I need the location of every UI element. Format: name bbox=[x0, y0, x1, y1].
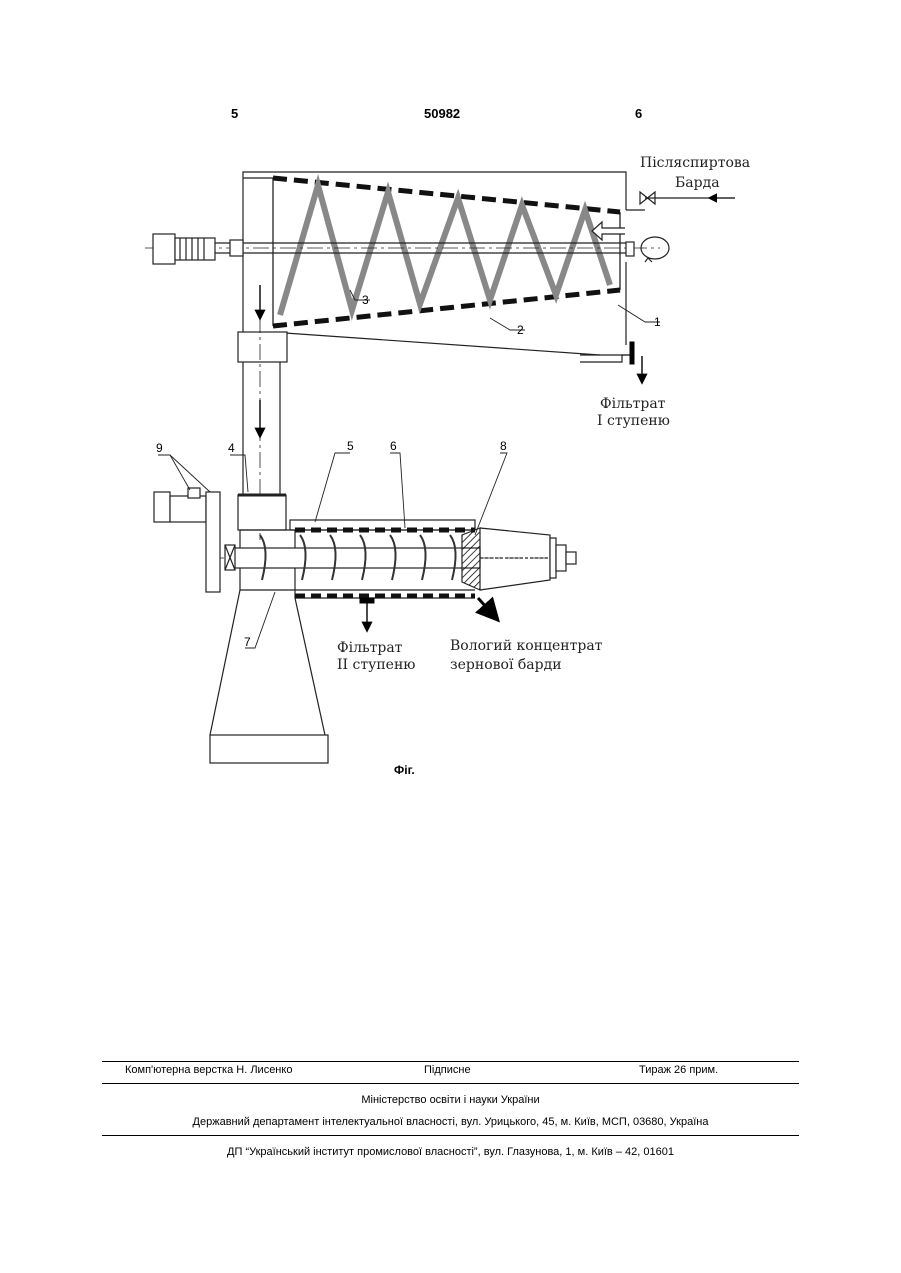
ref-number-2: 2 bbox=[517, 323, 524, 337]
ref-number-3: 3 bbox=[362, 293, 369, 307]
footer-typesetter: Комп'ютерна верстка Н. Лисенко bbox=[125, 1064, 292, 1076]
footer-institute: ДП “Український інститут промислової вла… bbox=[102, 1146, 799, 1158]
filtrate-one-outlet bbox=[622, 342, 642, 382]
ref-number-5: 5 bbox=[347, 439, 354, 453]
inlet-label-line2: Барда bbox=[675, 175, 720, 191]
filtrate-one-label-line1: Фільтрат bbox=[600, 396, 666, 412]
ref-number-8: 8 bbox=[500, 439, 507, 453]
upper-motor bbox=[153, 234, 634, 264]
ref-number-4: 4 bbox=[228, 441, 235, 455]
pressure-cone bbox=[462, 528, 576, 590]
upper-screw-spiral bbox=[280, 185, 610, 315]
footer-rule-top bbox=[102, 1061, 799, 1062]
footer-rule-bottom bbox=[102, 1135, 799, 1136]
lower-hopper bbox=[210, 590, 328, 763]
ref-number-6: 6 bbox=[390, 439, 397, 453]
inlet-valve bbox=[592, 192, 735, 262]
lower-outlets bbox=[360, 598, 496, 630]
footer-department: Державний департамент інтелектуальної вл… bbox=[102, 1116, 799, 1128]
lower-motor bbox=[154, 488, 235, 592]
footer-signed: Підписне bbox=[424, 1064, 471, 1076]
filtrate-two-label-line2: ІІ ступеню bbox=[337, 657, 415, 673]
filtrate-one-label-line2: І ступеню bbox=[597, 413, 670, 429]
concentrate-label-line1: Вологий концентрат bbox=[450, 638, 603, 654]
ref-number-1: 1 bbox=[654, 315, 661, 329]
footer-ministry: Міністерство освіти і науки України bbox=[102, 1094, 799, 1106]
inlet-label-line1: Післяспиртова bbox=[640, 155, 750, 171]
concentrate-label-line2: зернової барди bbox=[450, 657, 562, 673]
footer-rule-middle bbox=[102, 1083, 799, 1084]
footer-circulation: Тираж 26 прим. bbox=[639, 1064, 718, 1076]
technical-drawing: Післяспиртова Барда Фільтрат І ступеню bbox=[0, 0, 901, 800]
figure-caption: Фіг. bbox=[394, 763, 415, 777]
filtrate-two-label-line1: Фільтрат bbox=[337, 640, 403, 656]
ref-number-7: 7 bbox=[244, 635, 251, 649]
ref-number-9: 9 bbox=[156, 441, 163, 455]
